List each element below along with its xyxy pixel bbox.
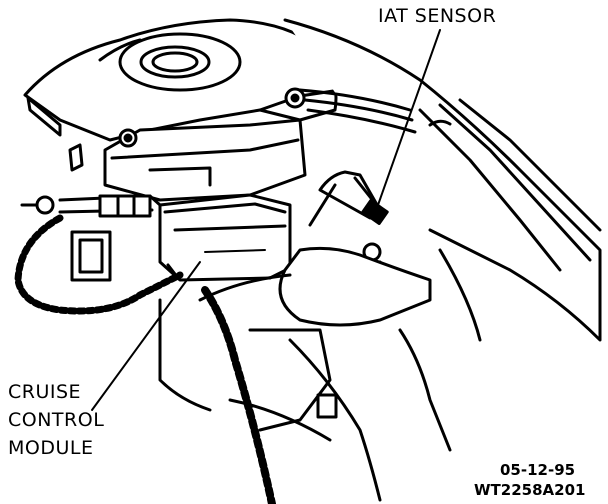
cruise-control-module-body: [158, 193, 292, 282]
wiring-loom-left: [14, 214, 184, 315]
cruise-label-line-3: MODULE: [8, 437, 94, 459]
lower-engine-components: [158, 246, 482, 502]
cruise-control-module-label: CRUISE CONTROL MODULE: [8, 378, 104, 462]
iat-sensor-leader-line: [377, 29, 441, 206]
cruise-module-leader-line: [91, 261, 201, 411]
mounting-bracket: [68, 87, 307, 202]
cruise-label-line-1: CRUISE: [8, 381, 82, 403]
figure-date-code: 05-12-95: [500, 461, 576, 479]
wiring-connector: [20, 194, 162, 282]
cruise-label-line-2: CONTROL: [8, 409, 105, 431]
intake-duct: [283, 18, 602, 342]
air-cleaner-housing: [23, 18, 342, 142]
iat-sensor-assembly: [308, 170, 389, 280]
figure-id-code: WT2258A201: [474, 481, 586, 499]
wiring-loom-center: [201, 286, 276, 504]
iat-sensor-label: IAT SENSOR: [378, 5, 497, 27]
